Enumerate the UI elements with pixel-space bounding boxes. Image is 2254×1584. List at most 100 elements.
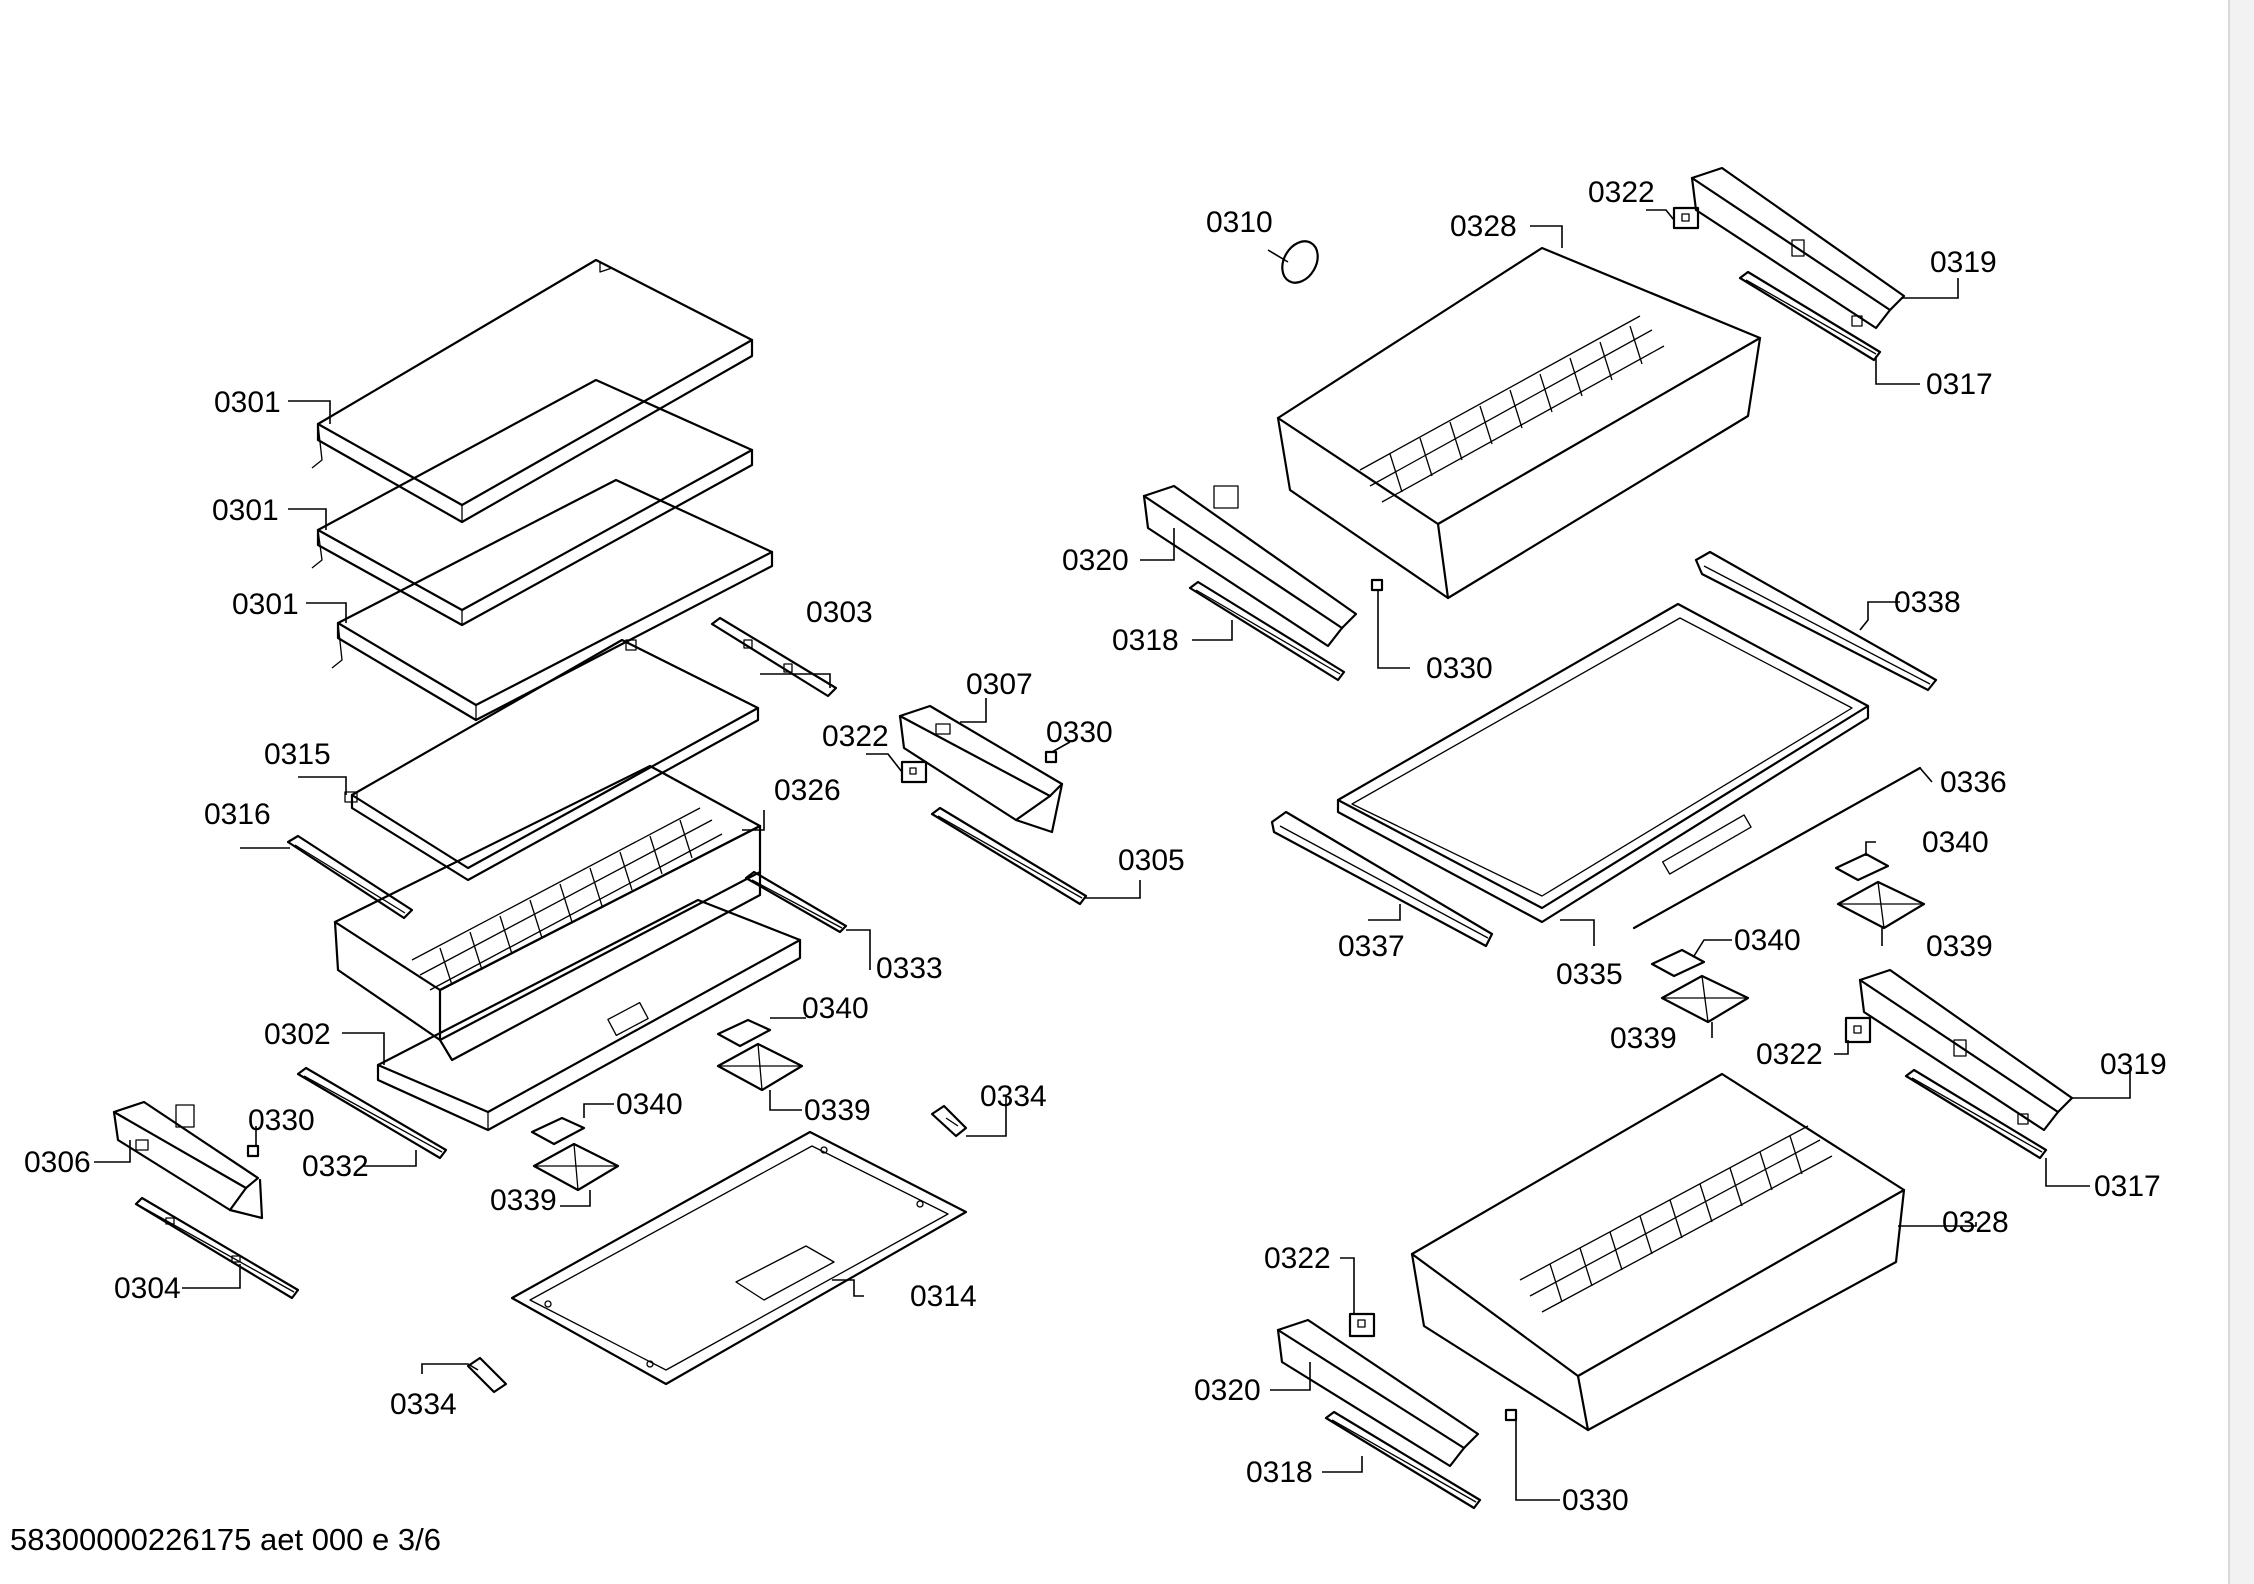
rail-0318-bottom [1324,1410,1482,1510]
label-0335: 0335 [1556,958,1623,991]
label-0317-a: 0317 [1926,368,1993,401]
clip-0322-bottom [1348,1312,1376,1338]
rail-0332 [296,1066,448,1160]
freezer-drawer-bottom [1410,1072,1906,1432]
label-0314: 0314 [910,1280,977,1313]
rail-0333 [744,870,848,934]
label-0340-c: 0340 [1922,826,1989,859]
glass-shelf-1 [311,258,754,524]
label-0332: 0332 [302,1150,369,1183]
label-0328-b: 0328 [1942,1206,2009,1239]
pad-0340-b [530,1116,586,1146]
lower-drawer-cover [376,898,802,1132]
label-0333: 0333 [876,952,943,985]
right-border-strip [2228,0,2254,1584]
bracket-0320-bottom [1276,1318,1480,1468]
label-0340-d: 0340 [1734,924,1801,957]
label-0319-b: 0319 [2100,1048,2167,1081]
label-0322-b: 0322 [1588,176,1655,209]
label-0301-a: 0301 [214,386,281,419]
rail-0337 [1270,810,1494,948]
part-labels: 0301 0301 0301 0315 0316 0326 0303 0307 … [24,176,2167,1517]
clip-0322-mid [1844,1016,1872,1044]
label-0340-a: 0340 [802,992,869,1025]
label-0305: 0305 [1118,844,1185,877]
leader-lines [94,209,2131,1501]
rail-0318-top [1188,580,1346,682]
label-0337: 0337 [1338,930,1405,963]
label-0330-c: 0330 [1426,652,1493,685]
label-0334-a: 0334 [980,1080,1047,1113]
label-0316: 0316 [204,798,271,831]
label-0339-a: 0339 [804,1094,871,1127]
rail-0317-top [1738,270,1882,362]
rail-0338 [1694,550,1938,692]
label-0310: 0310 [1206,206,1273,239]
rail-0303 [710,616,838,698]
nut-0330-right-top [1370,578,1384,592]
label-0301-b: 0301 [212,494,279,527]
rod-0336 [1632,766,1922,930]
glass-panel-0335 [1336,602,1870,924]
pad-0339-a [716,1042,804,1092]
label-0304: 0304 [114,1272,181,1305]
crisper-drawer [333,764,762,1062]
label-0330-a: 0330 [1046,716,1113,749]
label-0338: 0338 [1894,586,1961,619]
label-0326: 0326 [774,774,841,807]
pad-0340-c [1834,852,1890,882]
glass-shelf-3 [331,478,774,722]
bracket-0320-top [1142,484,1358,648]
rail-0305 [930,806,1088,906]
nut-0330-top [1044,750,1058,764]
label-0339-b: 0339 [490,1184,557,1217]
label-0306: 0306 [24,1146,91,1179]
latch-0334-b [466,1356,508,1394]
label-0307: 0307 [966,668,1033,701]
label-0340-b: 0340 [616,1088,683,1121]
label-0320-b: 0320 [1194,1374,1261,1407]
label-0301-c: 0301 [232,588,299,621]
label-0336: 0336 [1940,766,2007,799]
label-0317-b: 0317 [2094,1170,2161,1203]
document-id-footer: 58300000226175 aet 000 e 3/6 [10,1522,441,1557]
glass-shelf-2 [311,378,754,627]
label-0330-b: 0330 [248,1104,315,1137]
pad-0339-b [532,1142,620,1192]
pad-0340-a [716,1018,772,1048]
label-0339-d: 0339 [1610,1022,1677,1055]
label-0334-b: 0334 [390,1388,457,1421]
label-0303: 0303 [806,596,873,629]
label-0322-c: 0322 [1756,1038,1823,1071]
drawer-cover-shelf [344,638,760,882]
pad-0339-c [1836,880,1926,930]
pad-0340-d [1650,948,1706,978]
freezer-drawer-top [1276,246,1762,600]
bracket-0319-bottom [1858,968,2074,1132]
label-0322-a: 0322 [822,720,889,753]
label-0328-a: 0328 [1450,210,1517,243]
label-0322-d: 0322 [1264,1242,1331,1275]
rail-0317-bottom [1904,1068,2048,1160]
label-0302: 0302 [264,1018,331,1051]
label-0318-b: 0318 [1246,1456,1313,1489]
rail-0316 [286,834,414,920]
label-0330-d: 0330 [1562,1484,1629,1517]
bracket-0319-top [1690,166,1906,330]
drawer-frame-0314 [510,1130,968,1386]
ring-0310 [1281,240,1319,284]
latch-0334-a [930,1104,968,1138]
clip-0322-top [1672,206,1700,230]
clip-0322-left [900,760,928,784]
label-0318-a: 0318 [1112,624,1179,657]
bracket-0307 [898,704,1064,834]
label-0319-a: 0319 [1930,246,1997,279]
label-0339-c: 0339 [1926,930,1993,963]
nut-0330-right-bottom [1504,1408,1518,1422]
pad-0339-d [1660,974,1750,1024]
bracket-0306 [112,1100,264,1220]
nut-0330-left [246,1144,260,1158]
label-0320-a: 0320 [1062,544,1129,577]
